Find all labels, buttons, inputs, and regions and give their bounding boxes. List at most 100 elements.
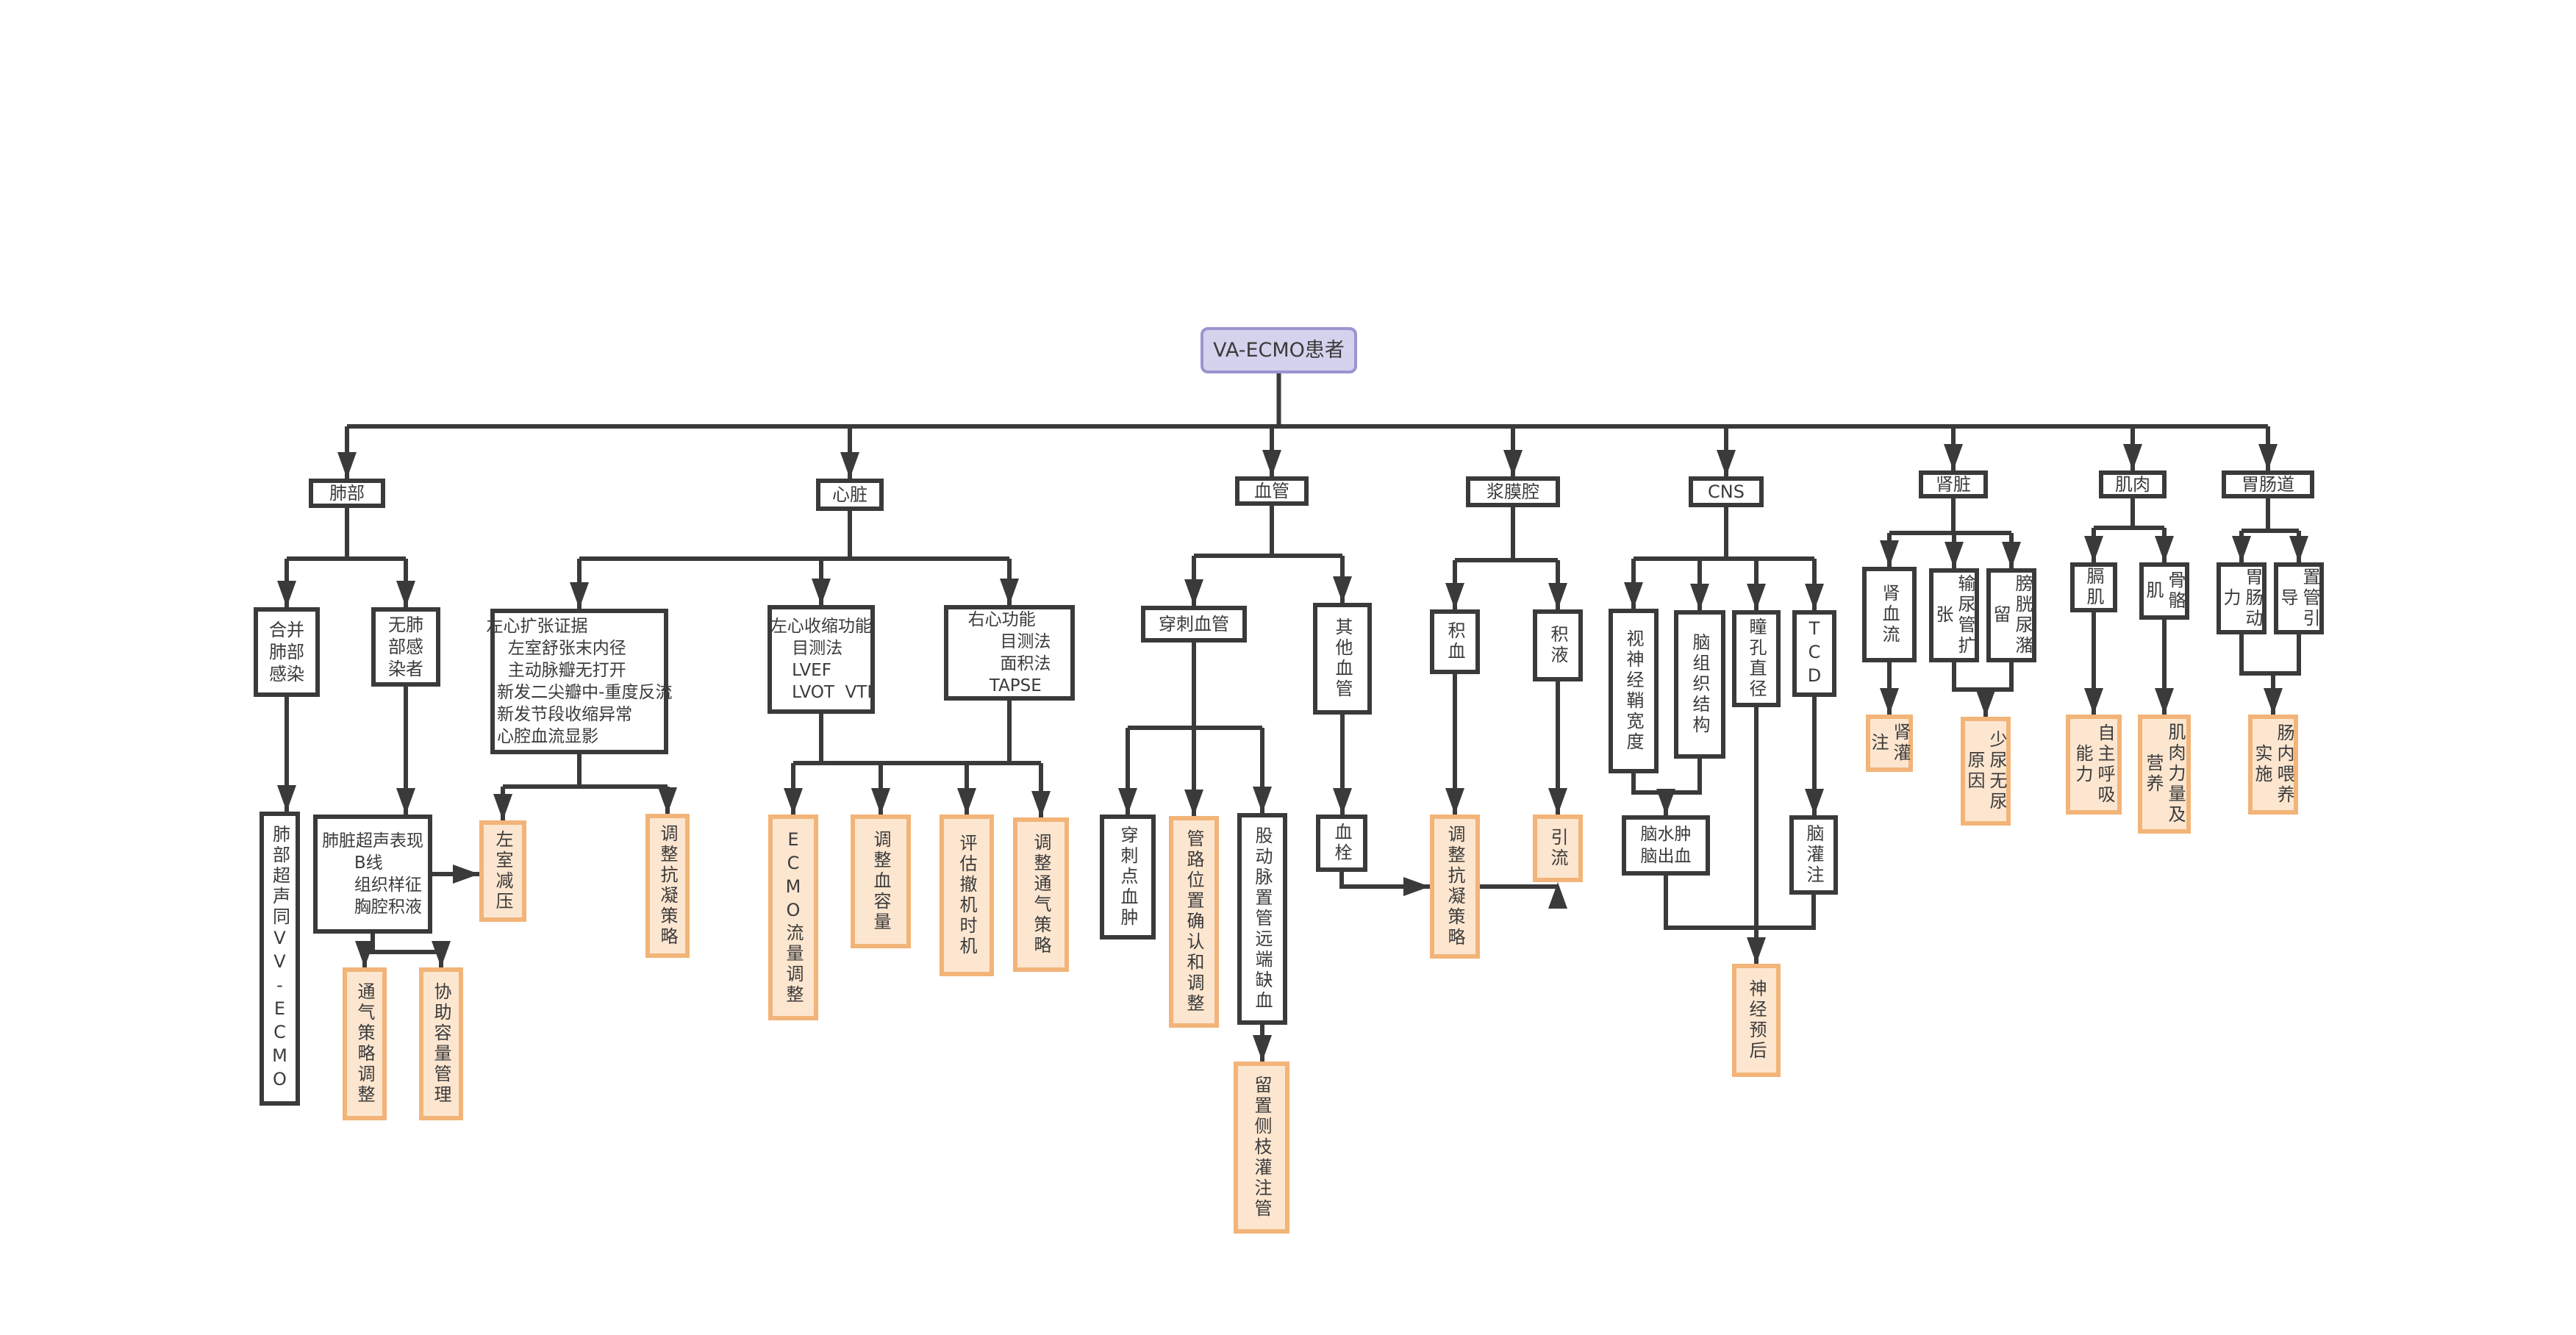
arrowhead-46: [2002, 542, 2021, 568]
node-label: 脑灌注: [1803, 824, 1824, 886]
action-blood-volume[interactable]: 调整血容量: [851, 815, 911, 948]
node-label: 评估撤机时机: [956, 834, 977, 957]
gi-tube-guidance[interactable]: 置管引导: [2274, 562, 2324, 634]
action-drainage[interactable]: 引流: [1533, 815, 1583, 882]
serosa-effusion[interactable]: 积液: [1533, 609, 1583, 681]
arrowhead-51: [2084, 688, 2103, 715]
cns-edema-hemorrhage[interactable]: 脑水肿 脑出血: [1622, 815, 1710, 876]
arrowhead-43: [1747, 937, 1766, 964]
arrowhead-45: [1944, 542, 1964, 568]
action-anticoagulation-serosa[interactable]: 调整抗凝策略: [1430, 815, 1480, 959]
arrowhead-28: [1253, 787, 1272, 813]
action-perfusion-cannula[interactable]: 留置侧枝灌注管: [1234, 1062, 1289, 1234]
root-label: VA-ECMO患者: [1213, 338, 1345, 362]
lung-ultrasound-findings[interactable]: 肺脏超声表现 B线 组织样征 胸腔积液: [313, 815, 432, 934]
node-label: 无肺部感染者: [388, 615, 423, 679]
action-renal-perfusion[interactable]: 肾灌注: [1866, 715, 1913, 772]
action-muscle-nutrition[interactable]: 肌肉力量及营养: [2138, 715, 2191, 834]
category-cns[interactable]: CNS: [1689, 476, 1764, 507]
arrowhead-21: [871, 788, 890, 815]
muscle-diaphragm[interactable]: 膈肌: [2070, 562, 2117, 612]
arrowhead-52: [2155, 688, 2174, 715]
node-label: 右心功能 目测法 面积法 TAPSE: [967, 610, 1051, 695]
category-label: 胃肠道: [2242, 474, 2294, 495]
lung-no-infection[interactable]: 无肺部感染者: [371, 607, 440, 687]
gi-motility[interactable]: 胃肠动力: [2217, 562, 2266, 634]
category-muscle[interactable]: 肌肉: [2099, 470, 2167, 498]
kidney-hydroureter[interactable]: 输尿管扩张: [1929, 568, 1979, 662]
category-label: 浆膜腔: [1486, 482, 1539, 502]
arrowhead-49: [2084, 536, 2103, 562]
node-label: 脑组织结构: [1689, 633, 1710, 736]
action-spontaneous-breathing[interactable]: 自主呼吸能力: [2066, 715, 2122, 815]
kidney-blood-flow[interactable]: 肾血流: [1862, 567, 1917, 662]
node-label: 血栓: [1331, 823, 1352, 864]
node-label: 协助容量管理: [431, 982, 451, 1106]
cns-brain-structure[interactable]: 脑组织结构: [1674, 610, 1725, 759]
category-gi[interactable]: 胃肠道: [2222, 470, 2314, 498]
category-label: CNS: [1708, 482, 1745, 502]
vessel-other[interactable]: 其他血管: [1313, 603, 1372, 715]
heart-lv-dilation[interactable]: 左心扩张证据 左室舒张末内径 主动脉瓣无打开 新发二尖瓣中-重度反流 新发节段收…: [487, 609, 672, 754]
node-label: 肺部超声同VV-ECMO: [269, 825, 290, 1092]
node-label: 脑水肿 脑出血: [1640, 825, 1692, 866]
kidney-urinary-retention[interactable]: 膀胱尿潴留: [1986, 568, 2036, 662]
arrowhead-35: [1548, 788, 1567, 815]
lung-vv-ecmo[interactable]: 肺部超声同VV-ECMO: [260, 812, 300, 1106]
category-label: 肺部: [329, 483, 365, 504]
muscle-skeletal[interactable]: 骨骼肌: [2139, 562, 2189, 620]
action-anticoagulation[interactable]: 调整抗凝策略: [645, 814, 690, 958]
arrowhead-3: [1503, 450, 1523, 476]
serosa-hemorrhage[interactable]: 积血: [1430, 609, 1480, 674]
vessel-puncture[interactable]: 穿刺血管: [1141, 606, 1247, 643]
action-ventilation-adjust[interactable]: 调整通气策略: [1013, 817, 1069, 972]
heart-lv-systolic[interactable]: 左心收缩功能 目测法 LVEF LVOT VTI: [768, 605, 875, 714]
connector-line-85: [2239, 634, 2301, 676]
action-neuro-prognosis[interactable]: 神经预后: [1732, 964, 1781, 1077]
action-volume-management[interactable]: 协助容量管理: [419, 967, 463, 1120]
vessel-puncture-hematoma[interactable]: 穿刺点血肿: [1100, 815, 1156, 939]
cns-pupil-diameter[interactable]: 瞳孔直径: [1732, 610, 1781, 707]
category-label: 心脏: [832, 484, 867, 505]
heart-rv-function[interactable]: 右心功能 目测法 面积法 TAPSE: [944, 605, 1075, 701]
cns-tcd[interactable]: TCD: [1792, 610, 1836, 697]
action-cannula-position[interactable]: 管路位置确认和调整: [1169, 816, 1219, 1028]
node-label: 肠内喂养实施: [2252, 723, 2294, 806]
action-oliguria-cause[interactable]: 少尿无尿原因: [1961, 717, 2011, 826]
cns-perfusion[interactable]: 脑灌注: [1789, 815, 1838, 895]
category-lung[interactable]: 肺部: [309, 479, 385, 508]
arrowhead-16: [812, 579, 831, 605]
root-node[interactable]: VA-ECMO患者: [1201, 327, 1357, 373]
category-kidney[interactable]: 肾脏: [1919, 470, 1988, 498]
arrowhead-0: [337, 452, 357, 479]
category-vessel[interactable]: 血管: [1235, 476, 1309, 506]
node-label: 通气策略调整: [354, 982, 375, 1106]
node-label: 积液: [1548, 625, 1568, 666]
node-label: 积血: [1445, 621, 1465, 662]
arrowhead-8: [277, 581, 296, 607]
node-label: 穿刺点血肿: [1117, 826, 1138, 928]
arrowhead-18: [493, 794, 512, 820]
node-label: 瞳孔直径: [1746, 618, 1767, 700]
arrowhead-39: [1747, 584, 1766, 610]
action-weaning-timing[interactable]: 评估撤机时机: [940, 815, 994, 976]
vessel-thrombus[interactable]: 血栓: [1316, 815, 1367, 872]
arrowhead-41: [1656, 789, 1675, 815]
lung-combined-infection[interactable]: 合并肺部感染: [254, 607, 320, 697]
arrowhead-25: [1333, 576, 1352, 603]
action-lv-decompression[interactable]: 左室减压: [479, 820, 526, 922]
category-label: 肾脏: [1936, 474, 1971, 495]
arrowhead-20: [784, 788, 803, 815]
node-label: 置管引导: [2278, 568, 2320, 629]
category-label: 肌肉: [2115, 474, 2150, 495]
action-enteral-feeding[interactable]: 肠内喂养实施: [2248, 715, 2298, 815]
action-ecmo-flow[interactable]: ECMO流量调整: [768, 815, 818, 1020]
cns-optic-sheath[interactable]: 视神经鞘宽度: [1609, 609, 1659, 773]
node-label: 引流: [1548, 828, 1568, 869]
arrowhead-23: [1031, 791, 1051, 817]
category-serosa[interactable]: 浆膜腔: [1466, 476, 1560, 507]
arrowhead-40: [1805, 584, 1824, 610]
action-ventilation-strategy[interactable]: 通气策略调整: [343, 967, 387, 1120]
vessel-distal-ischemia[interactable]: 股动脉置管远端缺血: [1237, 813, 1287, 1025]
category-heart[interactable]: 心脏: [816, 479, 884, 511]
